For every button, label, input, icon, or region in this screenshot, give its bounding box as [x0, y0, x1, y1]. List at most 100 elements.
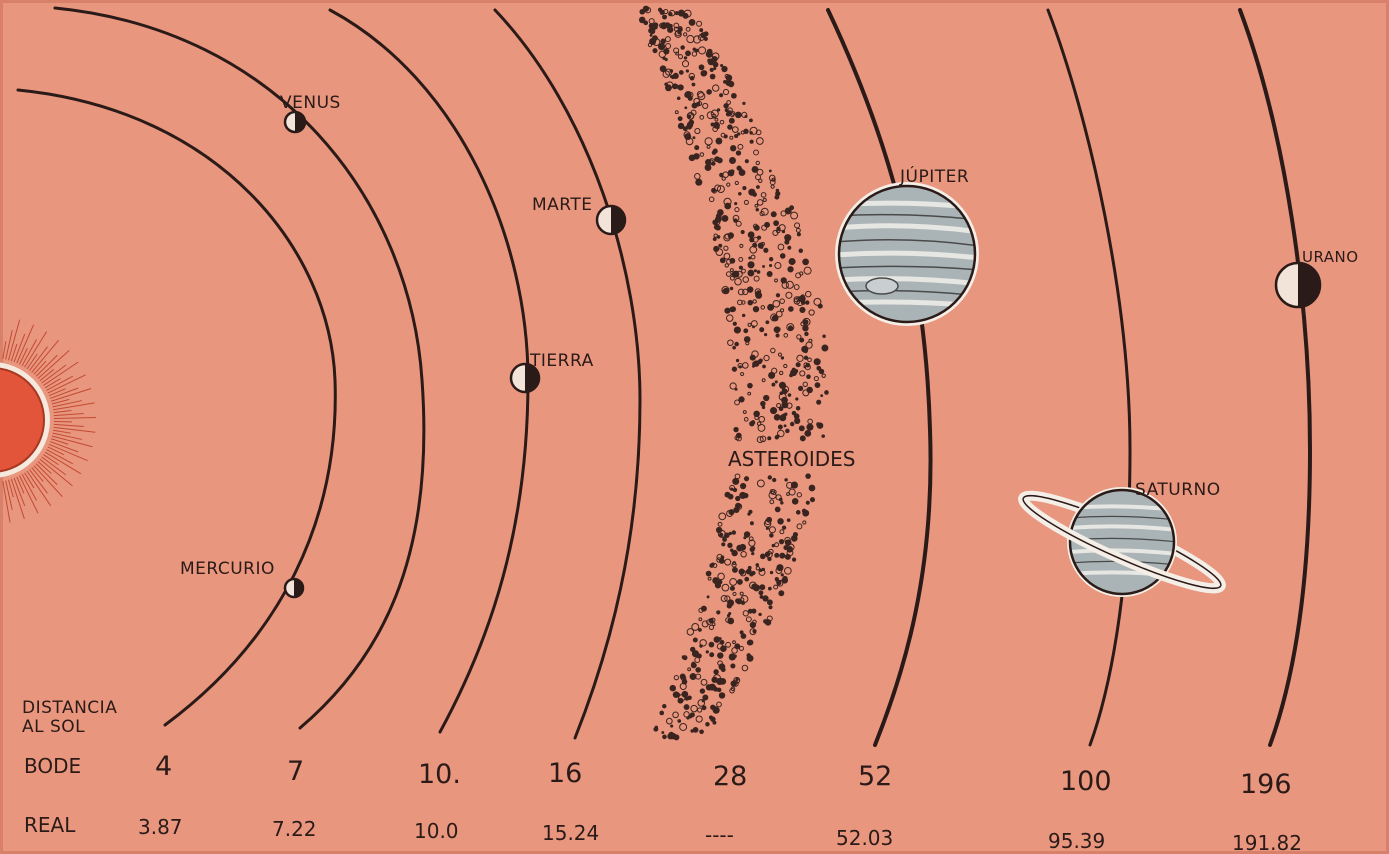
sun-rays — [2, 319, 96, 523]
asteroid — [786, 481, 794, 489]
asteroid — [706, 595, 710, 599]
asteroid — [759, 211, 765, 217]
asteroid — [808, 338, 813, 343]
asteroid — [806, 374, 811, 380]
asteroid — [748, 536, 754, 542]
asteroid — [747, 382, 753, 389]
asteroid — [746, 286, 754, 293]
asteroid — [665, 84, 672, 92]
asteroid-belt — [638, 5, 829, 741]
asteroid — [705, 722, 710, 727]
asteroid — [709, 67, 714, 73]
asteroid — [702, 694, 709, 701]
asteroid — [659, 9, 665, 15]
asteroid — [755, 160, 760, 166]
asteroid — [700, 678, 708, 686]
asteroid — [724, 491, 731, 498]
asteroid — [735, 270, 743, 278]
asteroid — [784, 536, 791, 544]
asteroid — [753, 275, 760, 282]
asteroid — [793, 296, 800, 303]
asteroid — [691, 622, 700, 631]
asteroid — [785, 428, 790, 434]
sun-ray — [31, 339, 59, 373]
asteroid — [743, 417, 749, 422]
asteroid — [770, 347, 776, 354]
asteroid — [689, 673, 697, 681]
sun-ray — [5, 330, 13, 360]
sun-ray — [41, 456, 67, 476]
asteroid — [697, 699, 706, 707]
asteroid — [690, 662, 697, 669]
asteroid — [715, 224, 721, 231]
asteroid — [777, 429, 785, 438]
asteroid — [729, 548, 734, 552]
asteroid — [816, 365, 822, 371]
asteroid — [776, 579, 784, 587]
asteroid — [702, 102, 709, 110]
asteroid — [802, 324, 809, 332]
asteroid — [710, 109, 719, 118]
asteroid — [752, 361, 758, 367]
asteroid — [735, 495, 741, 502]
asteroid — [759, 327, 765, 333]
asteroid — [727, 169, 735, 177]
asteroid — [716, 185, 725, 194]
asteroid — [736, 165, 742, 171]
asteroid — [724, 595, 731, 602]
sun-ray — [39, 368, 55, 382]
asteroid — [749, 139, 754, 144]
asteroid — [677, 697, 684, 704]
asteroid — [723, 287, 730, 295]
asteroid — [705, 50, 713, 58]
asteroid — [747, 261, 755, 269]
asteroid — [712, 706, 720, 714]
asteroid — [722, 88, 730, 96]
asteroid — [692, 726, 699, 733]
asteroid — [685, 26, 691, 32]
asteroid — [742, 610, 749, 617]
asteroid — [747, 269, 755, 277]
asteroid — [674, 11, 679, 16]
asteroid — [777, 518, 784, 525]
sun-ray — [47, 446, 65, 456]
asteroid — [754, 203, 759, 208]
asteroid — [729, 268, 734, 273]
asteroid — [747, 391, 752, 396]
asteroid — [678, 26, 683, 31]
asteroid — [743, 492, 749, 499]
asteroid — [772, 477, 777, 483]
venus-shadow — [295, 112, 305, 132]
asteroid — [793, 413, 800, 420]
asteroid — [742, 276, 750, 283]
asteroid — [806, 386, 813, 394]
asteroid — [721, 214, 729, 222]
asteroid — [718, 558, 725, 564]
asteroid — [699, 688, 706, 694]
asteroid — [772, 229, 779, 236]
asteroid — [708, 624, 715, 631]
asteroid — [730, 663, 736, 669]
asteroid — [677, 719, 682, 723]
label-saturno: SATURNO — [1135, 480, 1221, 500]
asteroid — [760, 192, 767, 198]
sun-ray — [49, 441, 79, 453]
asteroid — [713, 686, 719, 692]
asteroid — [727, 124, 733, 130]
asteroid — [662, 704, 667, 709]
asteroid — [742, 410, 747, 414]
asteroid — [799, 271, 804, 276]
asteroid — [699, 639, 707, 647]
asteroid — [780, 308, 785, 313]
sun-ray — [41, 364, 67, 384]
asteroid — [760, 245, 764, 249]
asteroid — [741, 664, 749, 672]
asteroid — [683, 131, 691, 139]
asteroid — [769, 488, 775, 495]
asteroid — [652, 48, 658, 54]
asteroid — [747, 639, 754, 646]
asteroid — [664, 36, 671, 43]
asteroid — [735, 435, 742, 442]
asteroid — [719, 257, 726, 264]
asteroid — [729, 578, 738, 586]
